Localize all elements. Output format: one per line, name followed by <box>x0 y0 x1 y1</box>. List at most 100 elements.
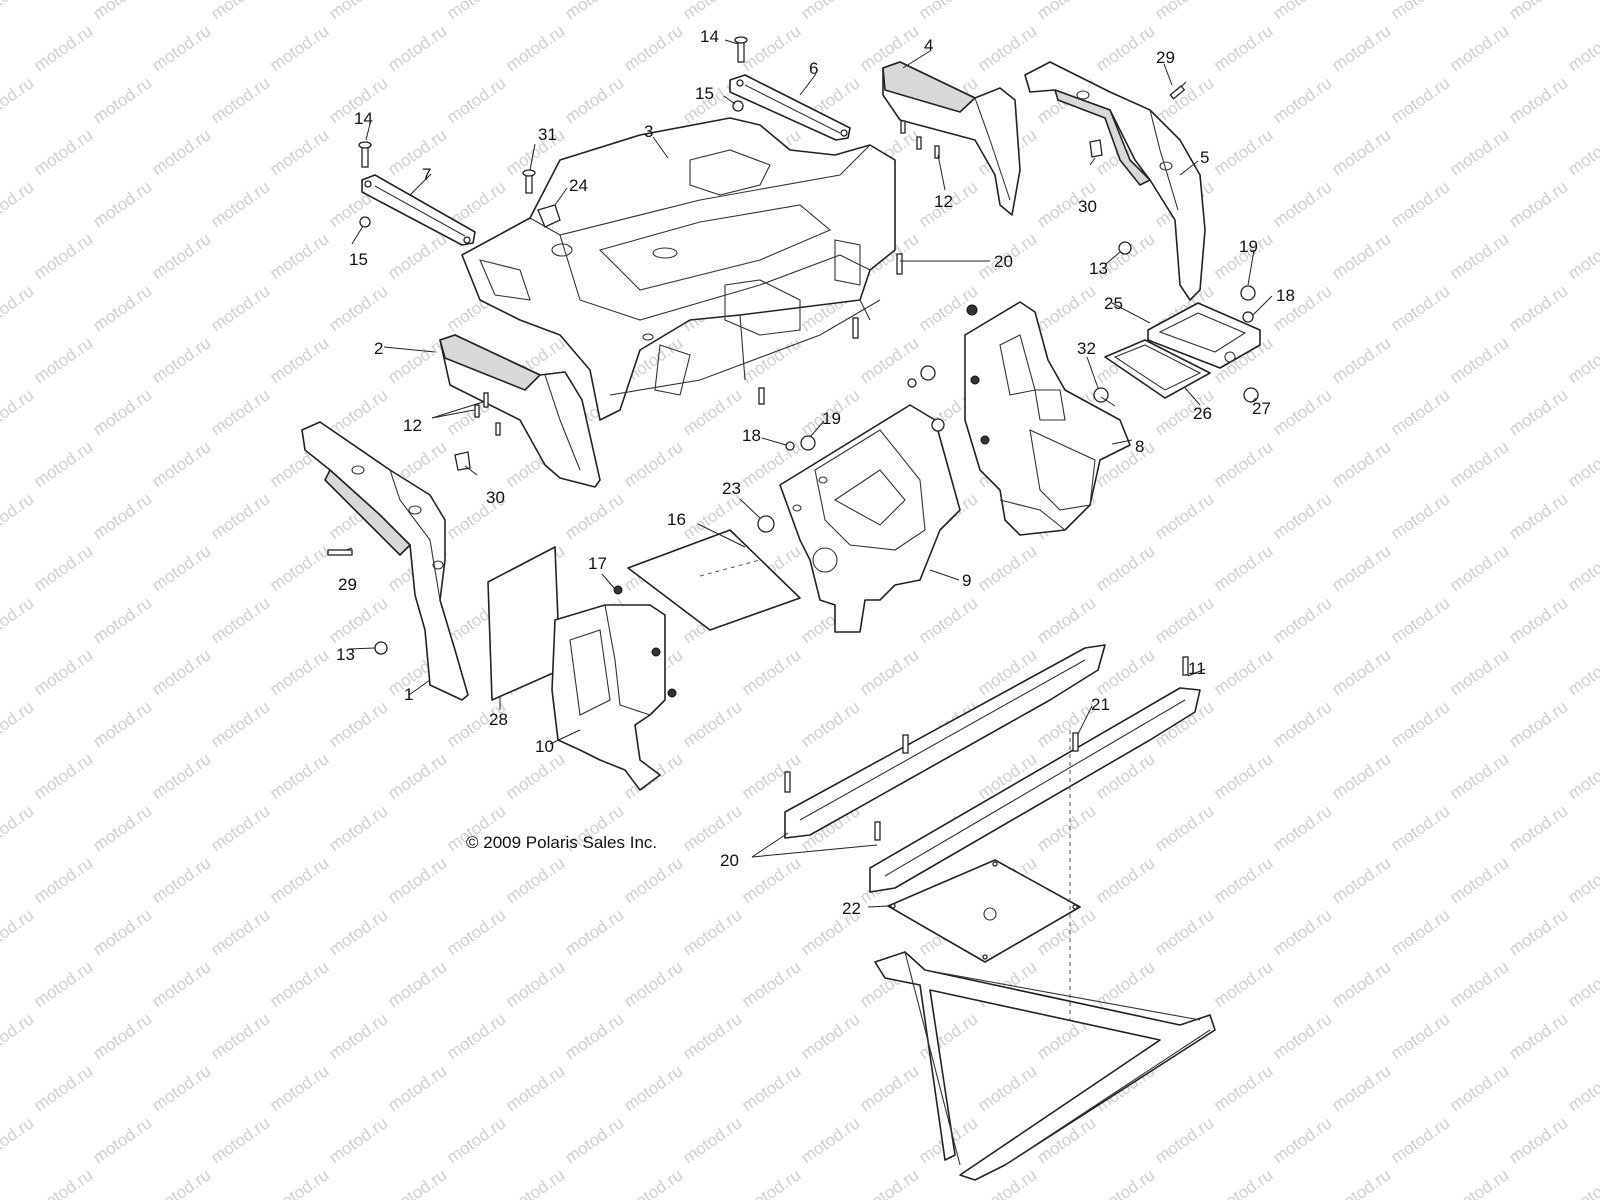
watermark-text: motod.ru <box>148 1061 214 1115</box>
watermark-text: motod.ru <box>1505 1009 1571 1063</box>
watermark-text: motod.ru <box>1328 541 1394 595</box>
frame-rails-11-part <box>784 644 1201 893</box>
watermark-text: motod.ru <box>1033 281 1099 335</box>
watermark-text: motod.ru <box>384 853 450 907</box>
watermark-text: motod.ru <box>148 853 214 907</box>
watermark-text: motod.ru <box>1328 437 1394 491</box>
watermark-text: motod.ru <box>974 541 1040 595</box>
watermark-text: motod.ru <box>1446 21 1512 75</box>
watermark-text: motod.ru <box>1505 177 1571 231</box>
hardware-group <box>327 36 1259 841</box>
callout-7: 7 <box>422 165 431 184</box>
watermark-text: motod.ru <box>443 0 509 23</box>
callout-15b: 15 <box>349 250 368 269</box>
watermark-text: motod.ru <box>1446 749 1512 803</box>
watermark-text: motod.ru <box>1564 1061 1600 1115</box>
watermark-text: motod.ru <box>1210 853 1276 907</box>
watermark-text: motod.ru <box>561 1113 627 1167</box>
callout-8: 8 <box>1135 437 1144 456</box>
watermark-text: motod.ru <box>1564 853 1600 907</box>
watermark-text: motod.ru <box>443 73 509 127</box>
callout-29a: 29 <box>1156 48 1175 67</box>
watermark-text: motod.ru <box>384 1165 450 1200</box>
watermark-text: motod.ru <box>1328 125 1394 179</box>
watermark-text: motod.ru <box>1328 853 1394 907</box>
callout-10: 10 <box>535 737 554 756</box>
watermark-text: motod.ru <box>1446 1061 1512 1115</box>
watermark-text: motod.ru <box>502 853 568 907</box>
watermark-text: motod.ru <box>974 21 1040 75</box>
callout-20b: 20 <box>720 851 739 870</box>
watermark-text: motod.ru <box>915 0 981 23</box>
storage-box-8-part <box>964 301 1131 536</box>
watermark-text: motod.ru <box>1151 801 1217 855</box>
watermark-text: motod.ru <box>502 21 568 75</box>
watermark-text: motod.ru <box>266 21 332 75</box>
watermark-text: motod.ru <box>325 0 391 23</box>
callout-25: 25 <box>1104 294 1123 313</box>
callout-1: 1 <box>404 685 413 704</box>
watermark-text: motod.ru <box>1269 1009 1335 1063</box>
watermark-text: motod.ru <box>0 801 37 855</box>
watermark-text: motod.ru <box>1505 697 1571 751</box>
callout-19a: 19 <box>1239 237 1258 256</box>
watermark-text: motod.ru <box>679 697 745 751</box>
watermark-text: motod.ru <box>1446 541 1512 595</box>
callout-14b: 14 <box>354 109 373 128</box>
watermark-text: motod.ru <box>207 281 273 335</box>
watermark-text: motod.ru <box>620 853 686 907</box>
callout-18a: 18 <box>1276 286 1295 305</box>
callout-14a: 14 <box>700 27 719 46</box>
watermark-text: motod.ru <box>266 125 332 179</box>
watermark-text: motod.ru <box>89 0 155 23</box>
watermark-text: motod.ru <box>148 645 214 699</box>
watermark-text: motod.ru <box>325 281 391 335</box>
watermark-text: motod.ru <box>738 1165 804 1200</box>
watermark-text: motod.ru <box>148 437 214 491</box>
watermark-text: motod.ru <box>89 385 155 439</box>
watermark-text: motod.ru <box>89 73 155 127</box>
watermark-text: motod.ru <box>89 1113 155 1167</box>
callout-26: 26 <box>1193 404 1212 423</box>
watermark-text: motod.ru <box>266 749 332 803</box>
callout-24: 24 <box>569 176 588 195</box>
watermark-text: motod.ru <box>1505 905 1571 959</box>
watermark-text: motod.ru <box>1564 229 1600 283</box>
callout-28: 28 <box>489 710 508 729</box>
foam-sheet-16-part <box>627 529 801 631</box>
watermark-text: motod.ru <box>0 905 37 959</box>
watermark-text: motod.ru <box>89 801 155 855</box>
watermark-text: motod.ru <box>1564 645 1600 699</box>
watermark-text: motod.ru <box>207 905 273 959</box>
watermark-text: motod.ru <box>1387 801 1453 855</box>
watermark-text: motod.ru <box>207 593 273 647</box>
plate-22-part <box>887 859 1081 963</box>
watermark-text: motod.ru <box>1564 541 1600 595</box>
callout-5: 5 <box>1200 148 1209 167</box>
watermark-text: motod.ru <box>1446 229 1512 283</box>
watermark-text: motod.ru <box>1210 541 1276 595</box>
watermark-text: motod.ru <box>89 1009 155 1063</box>
watermark-text: motod.ru <box>1446 125 1512 179</box>
watermark-text: motod.ru <box>1328 1061 1394 1115</box>
watermark-text: motod.ru <box>679 0 745 23</box>
watermark-text: motod.ru <box>384 125 450 179</box>
watermark-text: motod.ru <box>207 1113 273 1167</box>
watermark-text: motod.ru <box>0 1113 37 1167</box>
watermark-text: motod.ru <box>325 801 391 855</box>
watermark-text: motod.ru <box>1564 21 1600 75</box>
watermark-text: motod.ru <box>266 541 332 595</box>
watermark-text: motod.ru <box>266 645 332 699</box>
watermark-text: motod.ru <box>561 905 627 959</box>
watermark-text: motod.ru <box>148 957 214 1011</box>
watermark-text: motod.ru <box>89 281 155 335</box>
watermark-text: motod.ru <box>0 697 37 751</box>
watermark-text: motod.ru <box>856 1165 922 1200</box>
watermark-text: motod.ru <box>1328 1165 1394 1200</box>
watermark-text: motod.ru <box>679 1009 745 1063</box>
watermark-text: motod.ru <box>1269 73 1335 127</box>
watermark-text: motod.ru <box>1033 593 1099 647</box>
watermark-text: motod.ru <box>207 0 273 23</box>
watermark-text: motod.ru <box>30 541 96 595</box>
